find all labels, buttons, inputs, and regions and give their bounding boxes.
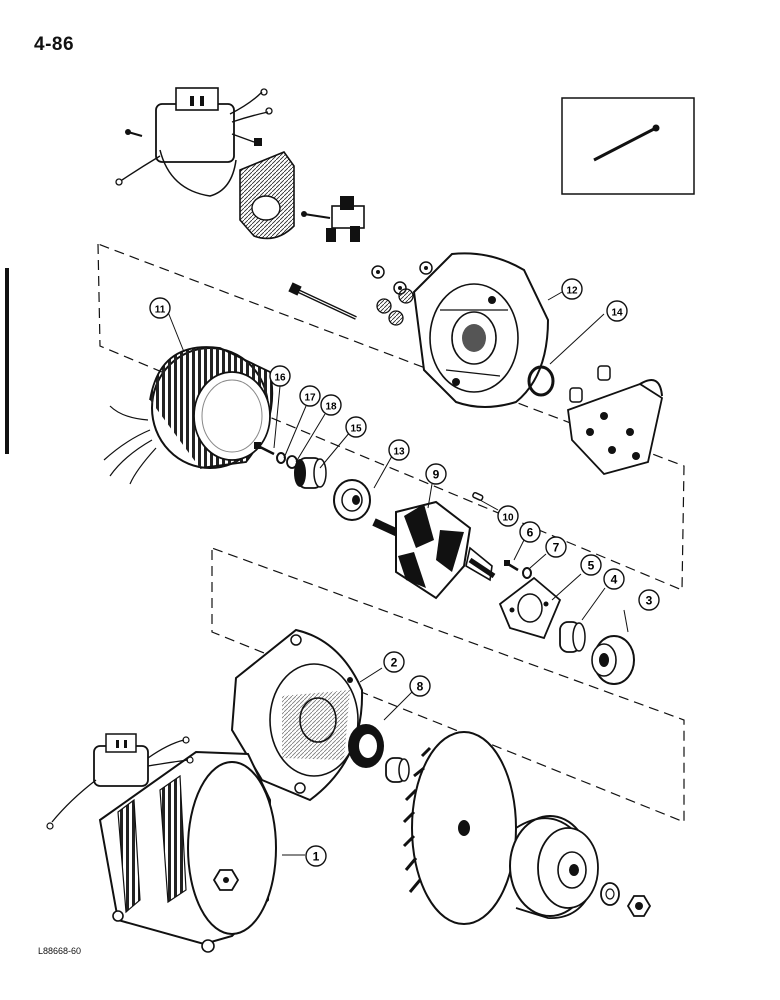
callout-8: 8 — [409, 675, 431, 697]
rectifier-bridge — [567, 365, 664, 476]
callout-label: 7 — [553, 541, 560, 555]
inset-box — [561, 97, 695, 195]
callout-label: 12 — [566, 286, 578, 297]
callout-label: 16 — [274, 373, 286, 384]
cooling-fan — [402, 731, 517, 925]
spacer-ring — [385, 757, 410, 783]
callout-label: 6 — [527, 526, 534, 540]
callout-label: 11 — [155, 305, 166, 316]
callout-10: 10 — [497, 505, 519, 527]
voltage-regulator — [115, 87, 273, 197]
brush-holder — [301, 196, 365, 242]
rear-bearing — [333, 479, 371, 521]
shaft-seal — [348, 724, 384, 768]
o-ring — [527, 365, 555, 397]
drive-end-housing — [230, 628, 364, 802]
callout-label: 4 — [611, 573, 618, 587]
callout-14: 14 — [606, 300, 628, 322]
stator — [103, 346, 274, 485]
callout-3: 3 — [638, 589, 660, 611]
through-bolt — [288, 282, 357, 320]
callout-16: 16 — [269, 365, 291, 387]
callout-1: 1 — [305, 845, 327, 867]
rotor — [372, 500, 496, 600]
bearing-collar — [559, 621, 586, 653]
callout-label: 15 — [350, 424, 362, 435]
callout-13: 13 — [388, 439, 410, 461]
leader-lines — [167, 291, 629, 856]
callout-17: 17 — [299, 385, 321, 407]
callout-label: 10 — [502, 513, 514, 524]
woodruff-key — [472, 491, 484, 501]
retainer-lock-washer — [522, 567, 532, 579]
callout-label: 3 — [646, 594, 653, 608]
front-bearing — [591, 635, 635, 685]
callout-label: 9 — [433, 468, 440, 482]
rotor-end-screw — [254, 442, 275, 456]
bearing-retainer-plate — [498, 576, 562, 640]
nuts-and-washers — [371, 261, 433, 326]
callout-4: 4 — [603, 568, 625, 590]
pulley-washer — [600, 882, 620, 906]
regulator-screw — [125, 129, 143, 137]
callout-label: 17 — [304, 393, 316, 404]
page-number: 4-86 — [34, 34, 75, 55]
callout-label: 2 — [391, 656, 398, 670]
inset-bolt — [593, 124, 660, 162]
callout-9: 9 — [425, 463, 447, 485]
callout-5: 5 — [580, 554, 602, 576]
callout-11: 11 — [149, 297, 171, 319]
drive-pulley — [509, 815, 599, 919]
callout-label: 14 — [611, 308, 623, 319]
rear-housing — [412, 252, 550, 408]
callout-label: 1 — [313, 850, 320, 864]
callout-label: 8 — [417, 680, 424, 694]
callout-12: 12 — [561, 278, 583, 300]
callout-label: 13 — [393, 447, 405, 458]
callout-label: 18 — [325, 402, 337, 413]
callout-label: 5 — [588, 559, 595, 573]
callout-18: 18 — [320, 394, 342, 416]
callout-2: 2 — [383, 651, 405, 673]
callout-7: 7 — [545, 536, 567, 558]
alternator-assembly — [46, 733, 277, 953]
pulley-nut — [626, 895, 652, 917]
lower-group-outline — [211, 547, 685, 823]
retainer-screw — [504, 560, 519, 572]
callout-15: 15 — [345, 416, 367, 438]
page-spine-mark — [5, 268, 9, 454]
regulator-gasket — [239, 151, 295, 240]
slip-ring-spacer — [294, 457, 327, 489]
drawing-reference-code: L88668-60 — [38, 946, 82, 956]
callout-6: 6 — [519, 521, 541, 543]
lock-washer — [276, 452, 286, 464]
